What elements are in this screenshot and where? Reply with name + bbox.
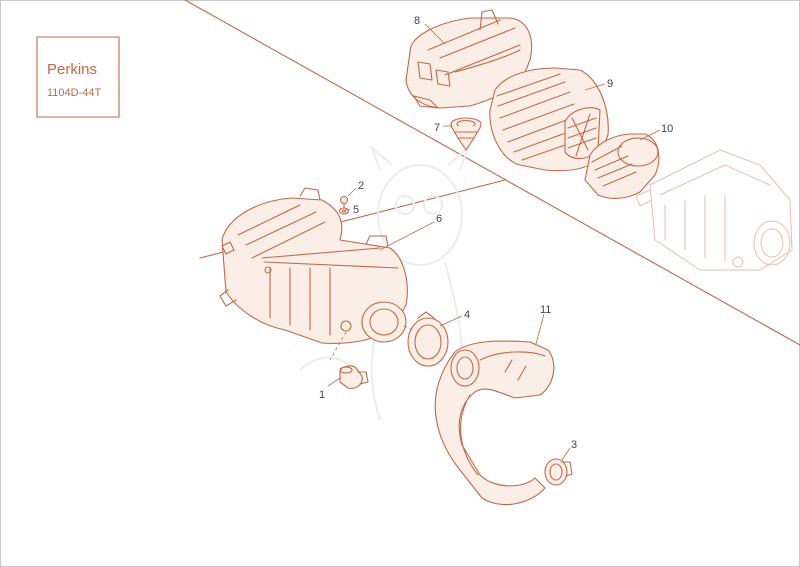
callout-11: 11: [540, 304, 551, 316]
callout-10: 10: [661, 123, 673, 135]
brand-name: Perkins: [47, 61, 97, 78]
title-box: Perkins 1104D-44T: [36, 36, 120, 118]
model-number: 1104D-44T: [47, 87, 101, 99]
callout-4: 4: [464, 309, 470, 321]
callout-1: 1: [319, 389, 325, 401]
callout-labels: 1 2 3 4 5 6 7 8 9 10 11: [319, 15, 673, 451]
callout-3: 3: [571, 439, 577, 451]
part-11-intake-hose: [434, 340, 555, 506]
callout-8: 8: [414, 15, 420, 27]
part-9-filter-element: [489, 67, 609, 172]
leader-lines: [327, 23, 661, 461]
part-4-clamp: [403, 311, 449, 367]
reference-housing-ghost: [635, 149, 793, 271]
section-line-upper: [184, 0, 800, 346]
callout-7: 7: [434, 122, 440, 134]
part-5-washer: [338, 207, 350, 215]
part-10-safety-element: [584, 133, 660, 199]
callout-2: 2: [358, 180, 364, 192]
callout-6: 6: [436, 213, 442, 225]
callout-5: 5: [353, 204, 359, 216]
callout-9: 9: [607, 78, 613, 90]
part-7-dust-valve: [450, 117, 482, 151]
part-1-sensor: [329, 331, 369, 389]
part-6-filter-housing: [219, 187, 408, 344]
part-3-hose-clamp: [544, 458, 573, 486]
